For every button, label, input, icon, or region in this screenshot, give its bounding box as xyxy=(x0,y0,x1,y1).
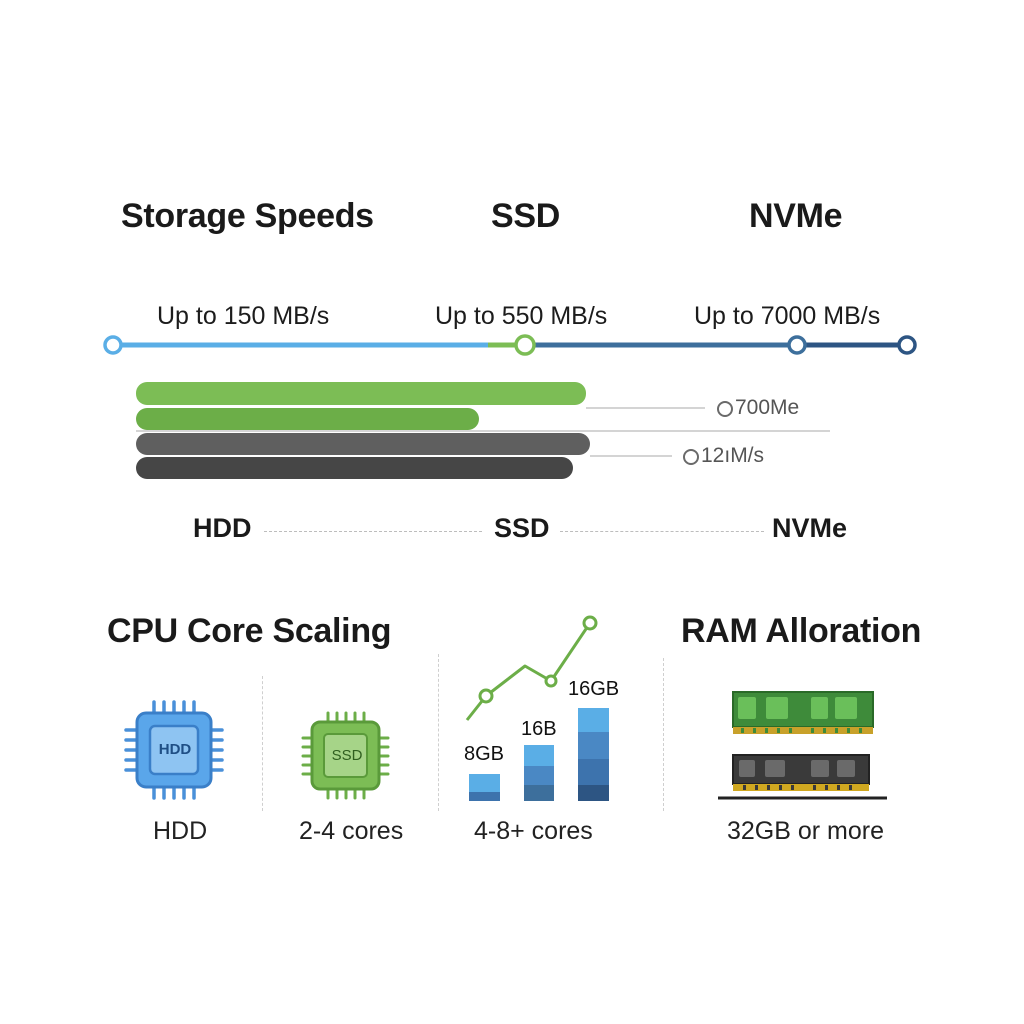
caption-32gb-or-more: 32GB or more xyxy=(727,817,885,845)
bar-marker-ring-top xyxy=(717,401,733,417)
column-divider-3 xyxy=(663,658,664,811)
speed-bar-3 xyxy=(136,433,590,455)
column-divider-2 xyxy=(438,654,439,811)
storage-speeds-title: Storage Speeds xyxy=(121,197,374,235)
bar-marker-ring-bottom xyxy=(683,449,699,465)
hdd-speed-label: Up to 150 MB/s xyxy=(157,302,330,330)
speed-bar-2 xyxy=(136,408,479,430)
caption-2-4-cores: 2-4 cores xyxy=(299,817,404,845)
speed-bars xyxy=(136,382,830,479)
ssd-column-heading: SSD xyxy=(491,197,561,235)
cpu-chip-icon xyxy=(124,700,224,800)
timeline-node-ssd xyxy=(514,334,536,356)
caption-hdd: HDD xyxy=(153,817,208,845)
trend-line-icon xyxy=(465,615,598,721)
timeline-node-hdd xyxy=(103,335,123,355)
tier-divider-1 xyxy=(264,531,482,532)
bar-label-16b: 16B xyxy=(521,718,557,740)
ram-allocation-title: RAM Alloration xyxy=(681,612,922,650)
bar-end-label-top: 700Me xyxy=(735,396,800,419)
timeline-node-end xyxy=(897,335,917,355)
speed-timeline xyxy=(103,334,917,356)
bar-label-16gb: 16GB xyxy=(568,678,620,700)
tier-label-nvme: NVMe xyxy=(772,513,848,543)
cpu-core-scaling-title: CPU Core Scaling xyxy=(107,612,392,650)
bar-end-label-bottom: 12ıM/s xyxy=(701,444,765,467)
chip-label-hdd: HDD xyxy=(158,741,192,758)
bar-chart-icon xyxy=(469,708,609,801)
nvme-speed-label: Up to 7000 MB/s xyxy=(694,302,881,330)
speed-bar-4 xyxy=(136,457,573,479)
tier-label-ssd: SSD xyxy=(494,513,550,543)
bar-label-8gb: 8GB xyxy=(464,743,505,765)
ssd-speed-label: Up to 550 MB/s xyxy=(435,302,608,330)
timeline-node-nvme xyxy=(787,335,807,355)
tier-divider-2 xyxy=(560,531,764,532)
chip-label-ssd: SSD xyxy=(331,747,363,764)
caption-4-8-cores: 4-8+ cores xyxy=(474,817,593,845)
ram-module-icon xyxy=(718,691,887,800)
column-divider-1 xyxy=(262,676,263,811)
speed-bar-1 xyxy=(136,382,586,405)
cpu-chip-icon xyxy=(301,711,390,800)
tier-label-hdd: HDD xyxy=(193,513,252,543)
nvme-column-heading: NVMe xyxy=(749,197,843,235)
